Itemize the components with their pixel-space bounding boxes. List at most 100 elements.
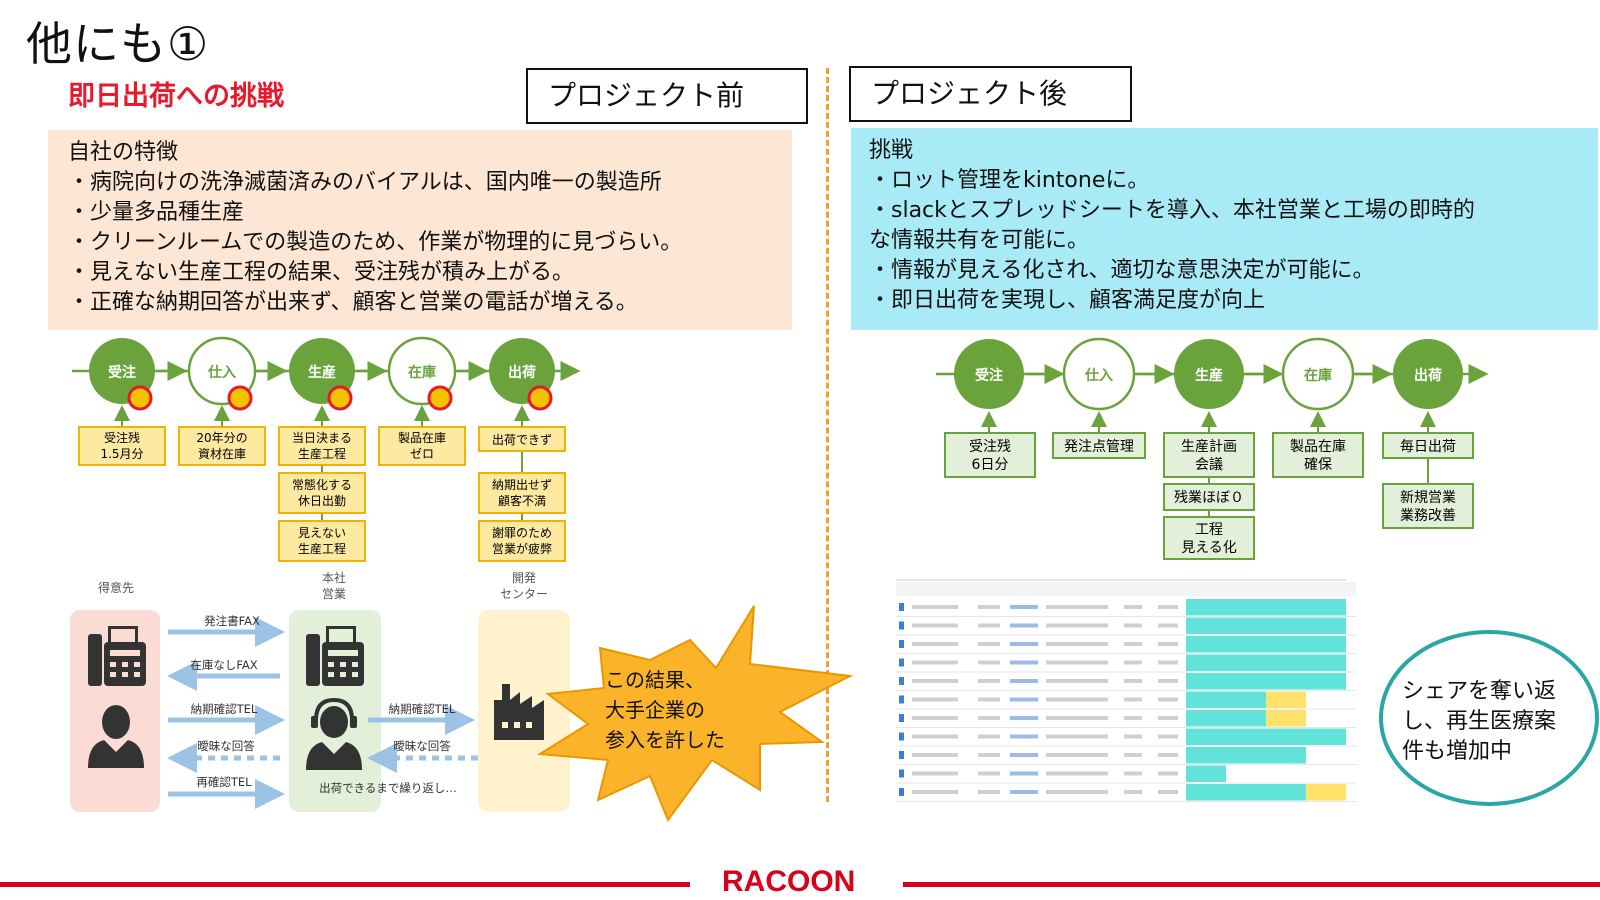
sheet-cell-bar [1158, 679, 1178, 683]
person-icon [88, 705, 144, 768]
node-label: 生産 [308, 364, 336, 381]
sheet-cell-bar [1158, 734, 1178, 739]
sheet-cell-bar [1158, 771, 1178, 776]
sheet-cell-bar [1046, 660, 1108, 665]
sheet-status-cell [1226, 617, 1266, 634]
sheet-cell-bar [1046, 642, 1108, 646]
sheet-cell-bar [1158, 790, 1178, 794]
sheet-cell-bar [1158, 642, 1178, 646]
before-bullet: ・少量多品種生産 [68, 200, 245, 225]
before-bullet: ・見えない生産工程の結果、受注残が積み上がる。 [68, 260, 575, 285]
sheet-cell-bar [1046, 734, 1108, 739]
sheet-cell-bar [978, 660, 1000, 665]
sheet-cell-bar [1124, 716, 1142, 720]
svg-text:見えない: 見えない [298, 526, 346, 540]
sheet-cell-bar [978, 697, 1000, 702]
sheet-status-cell [1226, 599, 1266, 616]
warning-dot-icon [427, 385, 453, 411]
sheet-status-cell [1226, 765, 1266, 782]
lot-spreadsheet-thumbnail [896, 579, 1356, 806]
sheet-status-cell [1186, 728, 1226, 745]
sheet-status-cell [1266, 636, 1306, 653]
fax-icon [88, 626, 146, 686]
sheet-status-cell [1306, 599, 1346, 616]
node-label: 仕入 [207, 364, 236, 381]
node-label: 出荷 [1414, 367, 1442, 384]
sheet-cell-bar [1046, 605, 1108, 609]
svg-text:業務改善: 業務改善 [1400, 508, 1456, 524]
dev-label-1: 開発 [512, 571, 536, 585]
sheet-row-icon [899, 769, 904, 778]
sheet-cell-bar [978, 623, 1000, 628]
after-bullet: ・即日出荷を実現し、顧客満足度が向上 [869, 288, 1266, 313]
sheet-cell-bar [1124, 753, 1142, 757]
sheet-status-cell [1186, 599, 1226, 616]
tel-confirm-2-label: 納期確認TEL [389, 702, 456, 716]
sheet-cell-bar [1124, 623, 1142, 628]
sheet-cell-bar [912, 697, 958, 702]
sheet-row-icon [899, 677, 904, 685]
sheet-cell-bar [1010, 697, 1038, 702]
node-label: 在庫 [1304, 367, 1332, 384]
after-note-production-3: 工程 見える化 [1163, 516, 1255, 560]
sheet-cell-bar [1124, 660, 1142, 665]
sheet-cell-bar [1158, 623, 1178, 628]
node-label: 出荷 [508, 364, 536, 381]
svg-text:出荷できず: 出荷できず [492, 433, 552, 447]
svg-text:資材在庫: 資材在庫 [198, 447, 246, 461]
sheet-cell-bar [1124, 605, 1142, 609]
before-features-box: 自社の特徴 ・病院向けの洗浄滅菌済みのバイアルは、国内唯一の製造所 ・少量多品種… [48, 130, 792, 330]
sheet-status-cell [1306, 710, 1346, 727]
sheet-cell-bar [978, 642, 1000, 646]
sheet-row-icon [899, 658, 904, 667]
svg-text:生産工程: 生産工程 [298, 541, 346, 556]
svg-text:残業ほぼ０: 残業ほぼ０ [1174, 490, 1244, 506]
sheet-cell-bar [1010, 660, 1038, 665]
sheet-cell-bar [1010, 753, 1038, 757]
page-title: 他にも① [26, 17, 210, 71]
before-note-production-1: 当日決まる 生産工程 [278, 426, 366, 466]
sheet-row-icon [899, 788, 904, 796]
sheet-cell-bar [1046, 697, 1108, 702]
sheet-status-cell [1266, 673, 1306, 690]
after-node-stock: 在庫 [1281, 337, 1355, 411]
sheet-status-cell [1306, 784, 1346, 801]
sheet-cell-bar [912, 753, 958, 757]
sheet-cell-bar [978, 734, 1000, 739]
before-note-production-2: 常態化する 休日出勤 [278, 472, 366, 514]
before-node-production: 生産 [289, 338, 355, 411]
sheet-row-icon [899, 640, 904, 648]
svg-text:1.5月分: 1.5月分 [100, 447, 143, 461]
after-bullet: ・slackとスプレッドシートを導入、本社営業と工場の即時的 [869, 198, 1475, 223]
after-node-purchase: 仕入 [1062, 337, 1136, 411]
sheet-cell-bar [1046, 790, 1108, 794]
sheet-row-icon [899, 695, 904, 704]
after-note-order: 受注残 6日分 [944, 432, 1036, 478]
svg-text:当日決まる: 当日決まる [292, 431, 352, 445]
sheet-status-cell [1306, 636, 1346, 653]
after-challenge-box: 挑戦 ・ロット管理をkintoneに。 ・slackとスプレッドシートを導入、本… [851, 128, 1598, 330]
svg-text:休日出勤: 休日出勤 [298, 494, 346, 508]
section-divider [826, 68, 829, 802]
sheet-status-cell [1306, 765, 1346, 782]
sheet-status-cell [1186, 784, 1226, 801]
before-bullet: ・病院向けの洗浄滅菌済みのバイアルは、国内唯一の製造所 [68, 170, 662, 195]
sheet-cell-bar [1158, 697, 1178, 702]
burst-callout-shape [536, 605, 854, 823]
after-note-stock: 製品在庫 確保 [1272, 432, 1364, 478]
vague-answer-label: 曖昧な回答 [197, 739, 255, 753]
tel-reconfirm-label: 再確認TEL [196, 775, 252, 789]
sheet-status-cell [1266, 728, 1306, 745]
before-note-ship-2: 納期出せず 顧客不満 [478, 472, 566, 514]
hq-label-2: 営業 [322, 587, 346, 601]
after-node-order: 受注 [954, 339, 1024, 409]
after-note-production-1: 生産計画 会議 [1163, 432, 1255, 478]
svg-text:6日分: 6日分 [972, 457, 1009, 473]
sheet-cell-bar [912, 790, 958, 794]
node-label: 受注 [975, 367, 1003, 384]
warning-dot-icon [527, 385, 553, 411]
sheet-cell-bar [1158, 753, 1178, 757]
svg-text:製品在庫: 製品在庫 [1290, 438, 1346, 455]
sheet-status-cell [1306, 617, 1346, 634]
